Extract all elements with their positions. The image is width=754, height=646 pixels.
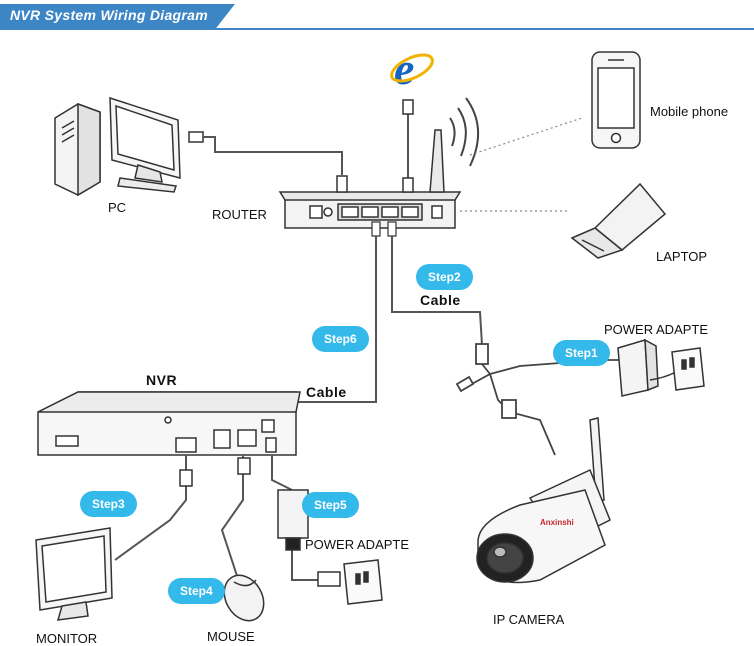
header-banner: NVR System Wiring Diagram: [0, 0, 754, 32]
step5-badge: Step5: [302, 492, 359, 518]
nvr-power-cable: [271, 455, 293, 491]
nvr-device: [37, 391, 301, 456]
laptop-label: LAPTOP: [656, 249, 708, 264]
internet-explorer-icon: e: [390, 43, 434, 94]
monitor-device: [35, 527, 113, 621]
camera-brand-text: Anxinshi: [540, 518, 574, 527]
nvr-power-label: POWER ADAPTE: [305, 537, 410, 552]
mobile-phone-device: [591, 51, 641, 149]
mouse-label: MOUSE: [207, 629, 255, 644]
monitor-label: MONITOR: [36, 631, 98, 646]
ip-camera-label: IP CAMERA: [493, 612, 565, 627]
page-title: NVR System Wiring Diagram: [10, 7, 208, 23]
pc-label: PC: [108, 200, 127, 215]
mouse-device: [223, 574, 265, 622]
header-bar: [0, 4, 235, 28]
step1-badge: Step1: [553, 340, 610, 366]
ip-camera-device: [476, 417, 611, 584]
cable-label-nvr: Cable: [306, 384, 347, 400]
header-underline: [0, 28, 754, 30]
router-device: [278, 129, 462, 229]
step4-badge: Step4: [168, 578, 225, 604]
router-camera-cable: [391, 228, 483, 346]
camera-power-adapter: [617, 338, 705, 397]
wifi-mobile-link: [469, 117, 583, 156]
nvr-label: NVR: [146, 372, 178, 388]
step2-badge: Step2: [416, 264, 473, 290]
camera-power-label: POWER ADAPTE: [604, 322, 709, 337]
step3-badge: Step3: [80, 491, 137, 517]
laptop-device: [570, 182, 667, 259]
nvr-mouse-cable: [220, 455, 244, 586]
pc-device: [54, 96, 204, 197]
cable-label-camera: Cable: [420, 292, 461, 308]
router-label: ROUTER: [212, 207, 267, 222]
svg-text:e: e: [394, 43, 414, 94]
mobile-label: Mobile phone: [650, 104, 729, 119]
step6-badge: Step6: [312, 326, 369, 352]
pc-router-cable: [203, 136, 343, 175]
wifi-signal-icon: [449, 97, 480, 167]
